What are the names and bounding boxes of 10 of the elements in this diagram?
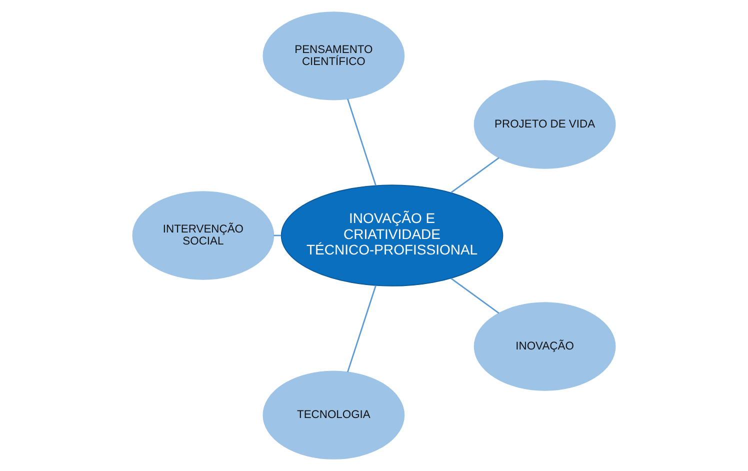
node-ellipse: INTERVENÇÃO SOCIAL	[132, 191, 274, 280]
connector	[450, 278, 500, 314]
connector	[347, 285, 376, 372]
node-ellipse: INOVAÇÃO	[474, 302, 616, 391]
node-ellipse: INOVAÇÃO E CRIATIVIDADE TÉCNICO-PROFISSIONAL	[280, 184, 504, 286]
node-ellipse: TECNOLOGIA	[262, 370, 405, 460]
connector	[347, 98, 376, 186]
connector	[450, 157, 500, 194]
node-ellipse: PENSAMENTO CIENTÍFICO	[262, 12, 405, 100]
node-ellipse: PROJETO DE VIDA	[474, 80, 616, 169]
